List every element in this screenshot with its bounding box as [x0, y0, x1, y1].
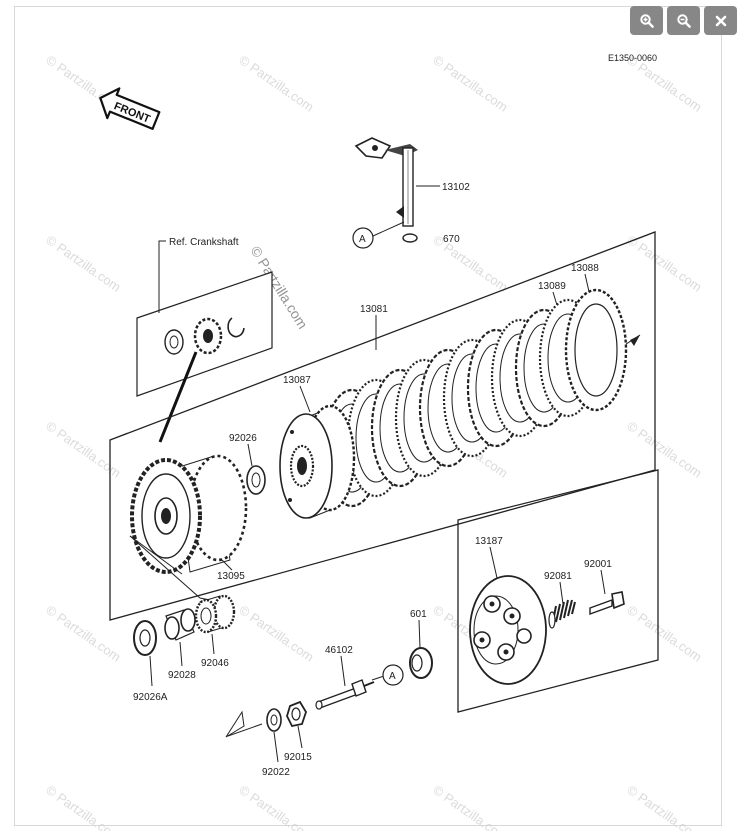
pushrod-46102 — [315, 679, 375, 710]
close-icon — [715, 15, 726, 26]
part-label-13088: 13088 — [571, 263, 599, 274]
nut-92015 — [286, 700, 307, 728]
zoom-in-icon — [639, 13, 654, 28]
part-label-601: 601 — [410, 609, 427, 620]
callout-a-bottom: A — [382, 664, 404, 686]
washer-92026A — [133, 620, 157, 656]
part-label-92026A: 92026A — [133, 692, 168, 703]
part-label-92046: 92046 — [201, 658, 229, 669]
watermark: © Partzilla.com — [43, 232, 123, 295]
callout-a-text: A — [389, 671, 396, 682]
watermark: © Partzilla.com — [430, 782, 510, 831]
watermark: © Partzilla.com — [43, 782, 123, 831]
clutch-housing-13095 — [130, 454, 248, 574]
clutch-hub-13087 — [279, 404, 356, 519]
part-label-13187: 13187 — [475, 536, 503, 547]
watermark: © Partzilla.com — [236, 52, 316, 115]
release-lever-13102 — [354, 137, 418, 227]
watermark: © Partzilla.com — [624, 418, 704, 481]
part-label-92022: 92022 — [262, 767, 290, 778]
clutch-plate-stack — [322, 288, 628, 508]
part-label-13102: 13102 — [442, 182, 470, 193]
watermark: © Partzilla.com — [624, 782, 704, 831]
crankshaft-gear — [164, 317, 245, 355]
diagram-code: E1350-0060 — [608, 53, 657, 63]
spring-92081 — [548, 599, 576, 629]
bearing-601 — [409, 647, 433, 679]
sleeve-92028 — [164, 608, 196, 641]
viewer-toolbar — [630, 6, 737, 35]
bolt-92001 — [589, 591, 625, 615]
part-label-13087: 13087 — [283, 375, 311, 386]
watermark: © Partzilla.com — [624, 232, 704, 295]
oring-670 — [402, 233, 418, 243]
needle-bearing-92046 — [194, 594, 236, 634]
part-label-92015: 92015 — [284, 752, 312, 763]
callout-a-top: A — [352, 227, 374, 249]
part-label-13095: 13095 — [217, 571, 245, 582]
watermark: © Partzilla.com — [236, 782, 316, 831]
watermark: © Partzilla.com — [43, 418, 123, 481]
ref-crankshaft-label: Ref. Crankshaft — [169, 237, 239, 248]
part-label-92001: 92001 — [584, 559, 612, 570]
part-label-13089: 13089 — [538, 281, 566, 292]
watermark: © Partzilla.com — [430, 52, 510, 115]
part-label-13081: 13081 — [360, 304, 388, 315]
part-label-670: 670 — [443, 234, 460, 245]
part-label-46102: 46102 — [325, 645, 353, 656]
watermark: © Partzilla.com — [236, 602, 316, 665]
zoom-in-button[interactable] — [630, 6, 663, 35]
close-button[interactable] — [704, 6, 737, 35]
washer-92022 — [266, 708, 282, 732]
zoom-out-button[interactable] — [667, 6, 700, 35]
part-label-92028: 92028 — [168, 670, 196, 681]
pressure-plate-13187 — [469, 575, 547, 685]
part-label-92081: 92081 — [544, 571, 572, 582]
clutch-assembly-box — [109, 231, 656, 621]
callout-a-text: A — [359, 234, 366, 245]
watermark: © Partzilla.com — [624, 602, 704, 665]
washer-92026 — [246, 465, 266, 495]
zoom-out-icon — [676, 13, 691, 28]
watermark: © Partzilla.com — [43, 602, 123, 665]
pressure-plate-box — [457, 469, 659, 713]
part-label-92026: 92026 — [229, 433, 257, 444]
